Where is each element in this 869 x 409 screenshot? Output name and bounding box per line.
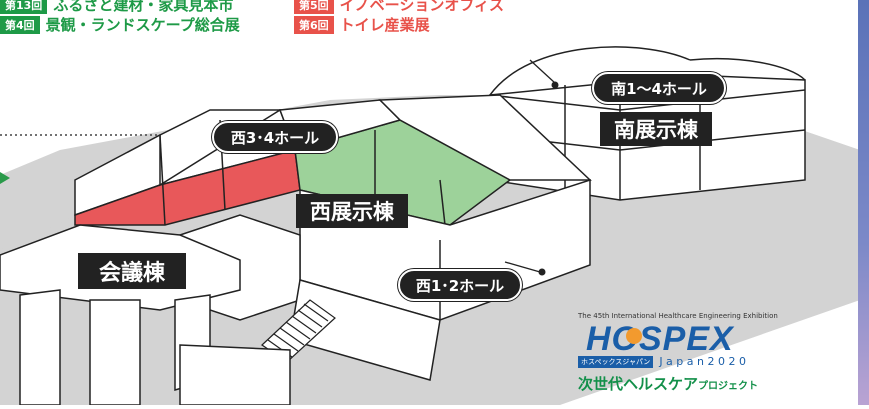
event-row-2: 第5回 イノベーションオフィス [294,0,504,15]
event-badge: 第4回 [0,15,40,34]
side-accent-bar [858,0,869,405]
south-hall-label: 南1〜4ホール [592,72,726,104]
logo-japan: J a p a n 2 0 2 0 [659,355,746,368]
west12-leader-dot [538,268,546,276]
logo-tagline: The 45th International Healthcare Engine… [578,312,778,320]
south-leader-line [529,59,556,84]
logo-project-main: 次世代ヘルスケア [578,375,699,393]
event-badge: 第6回 [294,15,334,34]
event-name: ふるさと建材・家具見本市 [53,0,234,14]
logo-project: 次世代ヘルスケアプロジェクト [578,373,798,394]
south-building-label: 南展示棟 [600,112,712,146]
event-name: 景観・ランドスケープ総合展 [45,16,240,34]
logo-project-suffix: プロジェクト [698,381,759,392]
south-leader-dot [551,81,559,89]
west12-hall-label: 西1･2ホール [398,269,522,301]
logo-subrow: ホスペックスジャパン J a p a n 2 0 2 0 [578,355,798,368]
west12-leader-line [504,261,541,273]
event-name: トイレ産業展 [339,16,430,34]
conference-building-label: 会議棟 [78,253,186,289]
green-arrow-icon [0,172,10,184]
event-badge: 第5回 [294,0,334,14]
event-name: イノベーションオフィス [339,0,505,14]
logo-kana: ホスペックスジャパン [578,355,654,368]
event-badge: 第13回 [0,0,48,14]
west-building-label: 西展示棟 [296,194,408,228]
hospex-logo: The 45th International Healthcare Engine… [578,312,798,398]
event-row-3: 第4回 景観・ランドスケープ総合展 [0,14,240,35]
event-row-4: 第6回 トイレ産業展 [294,14,430,35]
logo-brand: HOSPEX [586,320,734,358]
cross-icon [626,328,642,344]
west34-hall-label: 西3･4ホール [212,121,338,153]
event-row-1: 第13回 ふるさと建材・家具見本市 [0,0,233,15]
logo-brand-row: HOSPEX [578,320,798,358]
